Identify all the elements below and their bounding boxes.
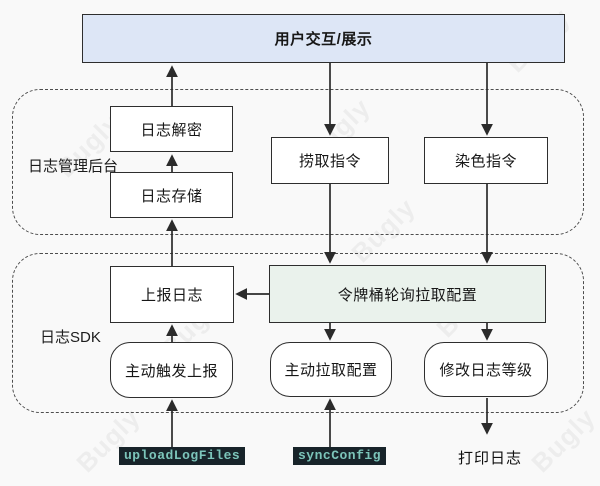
sdk-group-label: 日志SDK [40,329,101,346]
log-storage-node: 日志存储 [110,172,233,218]
token-bucket-node: 令牌桶轮询拉取配置 [269,265,546,323]
trigger-report-node: 主动触发上报 [110,342,233,398]
print-log-label: 打印日志 [458,450,523,467]
upload-log-files-api-badge: uploadLogFiles [119,447,246,465]
backend-group-label: 日志管理后台 [28,158,119,175]
sync-config-api-badge: syncConfig [293,447,387,465]
pull-config-node: 主动拉取配置 [270,342,392,397]
backend-group-container [12,89,584,235]
modify-level-node: 修改日志等级 [424,342,548,397]
log-decrypt-node: 日志解密 [110,106,233,152]
user-interaction-node: 用户交互/展示 [82,14,565,63]
fetch-command-node: 捞取指令 [271,137,389,184]
sdk-group-container [12,253,584,413]
report-log-node: 上报日志 [110,266,234,323]
dye-command-node: 染色指令 [424,137,548,184]
